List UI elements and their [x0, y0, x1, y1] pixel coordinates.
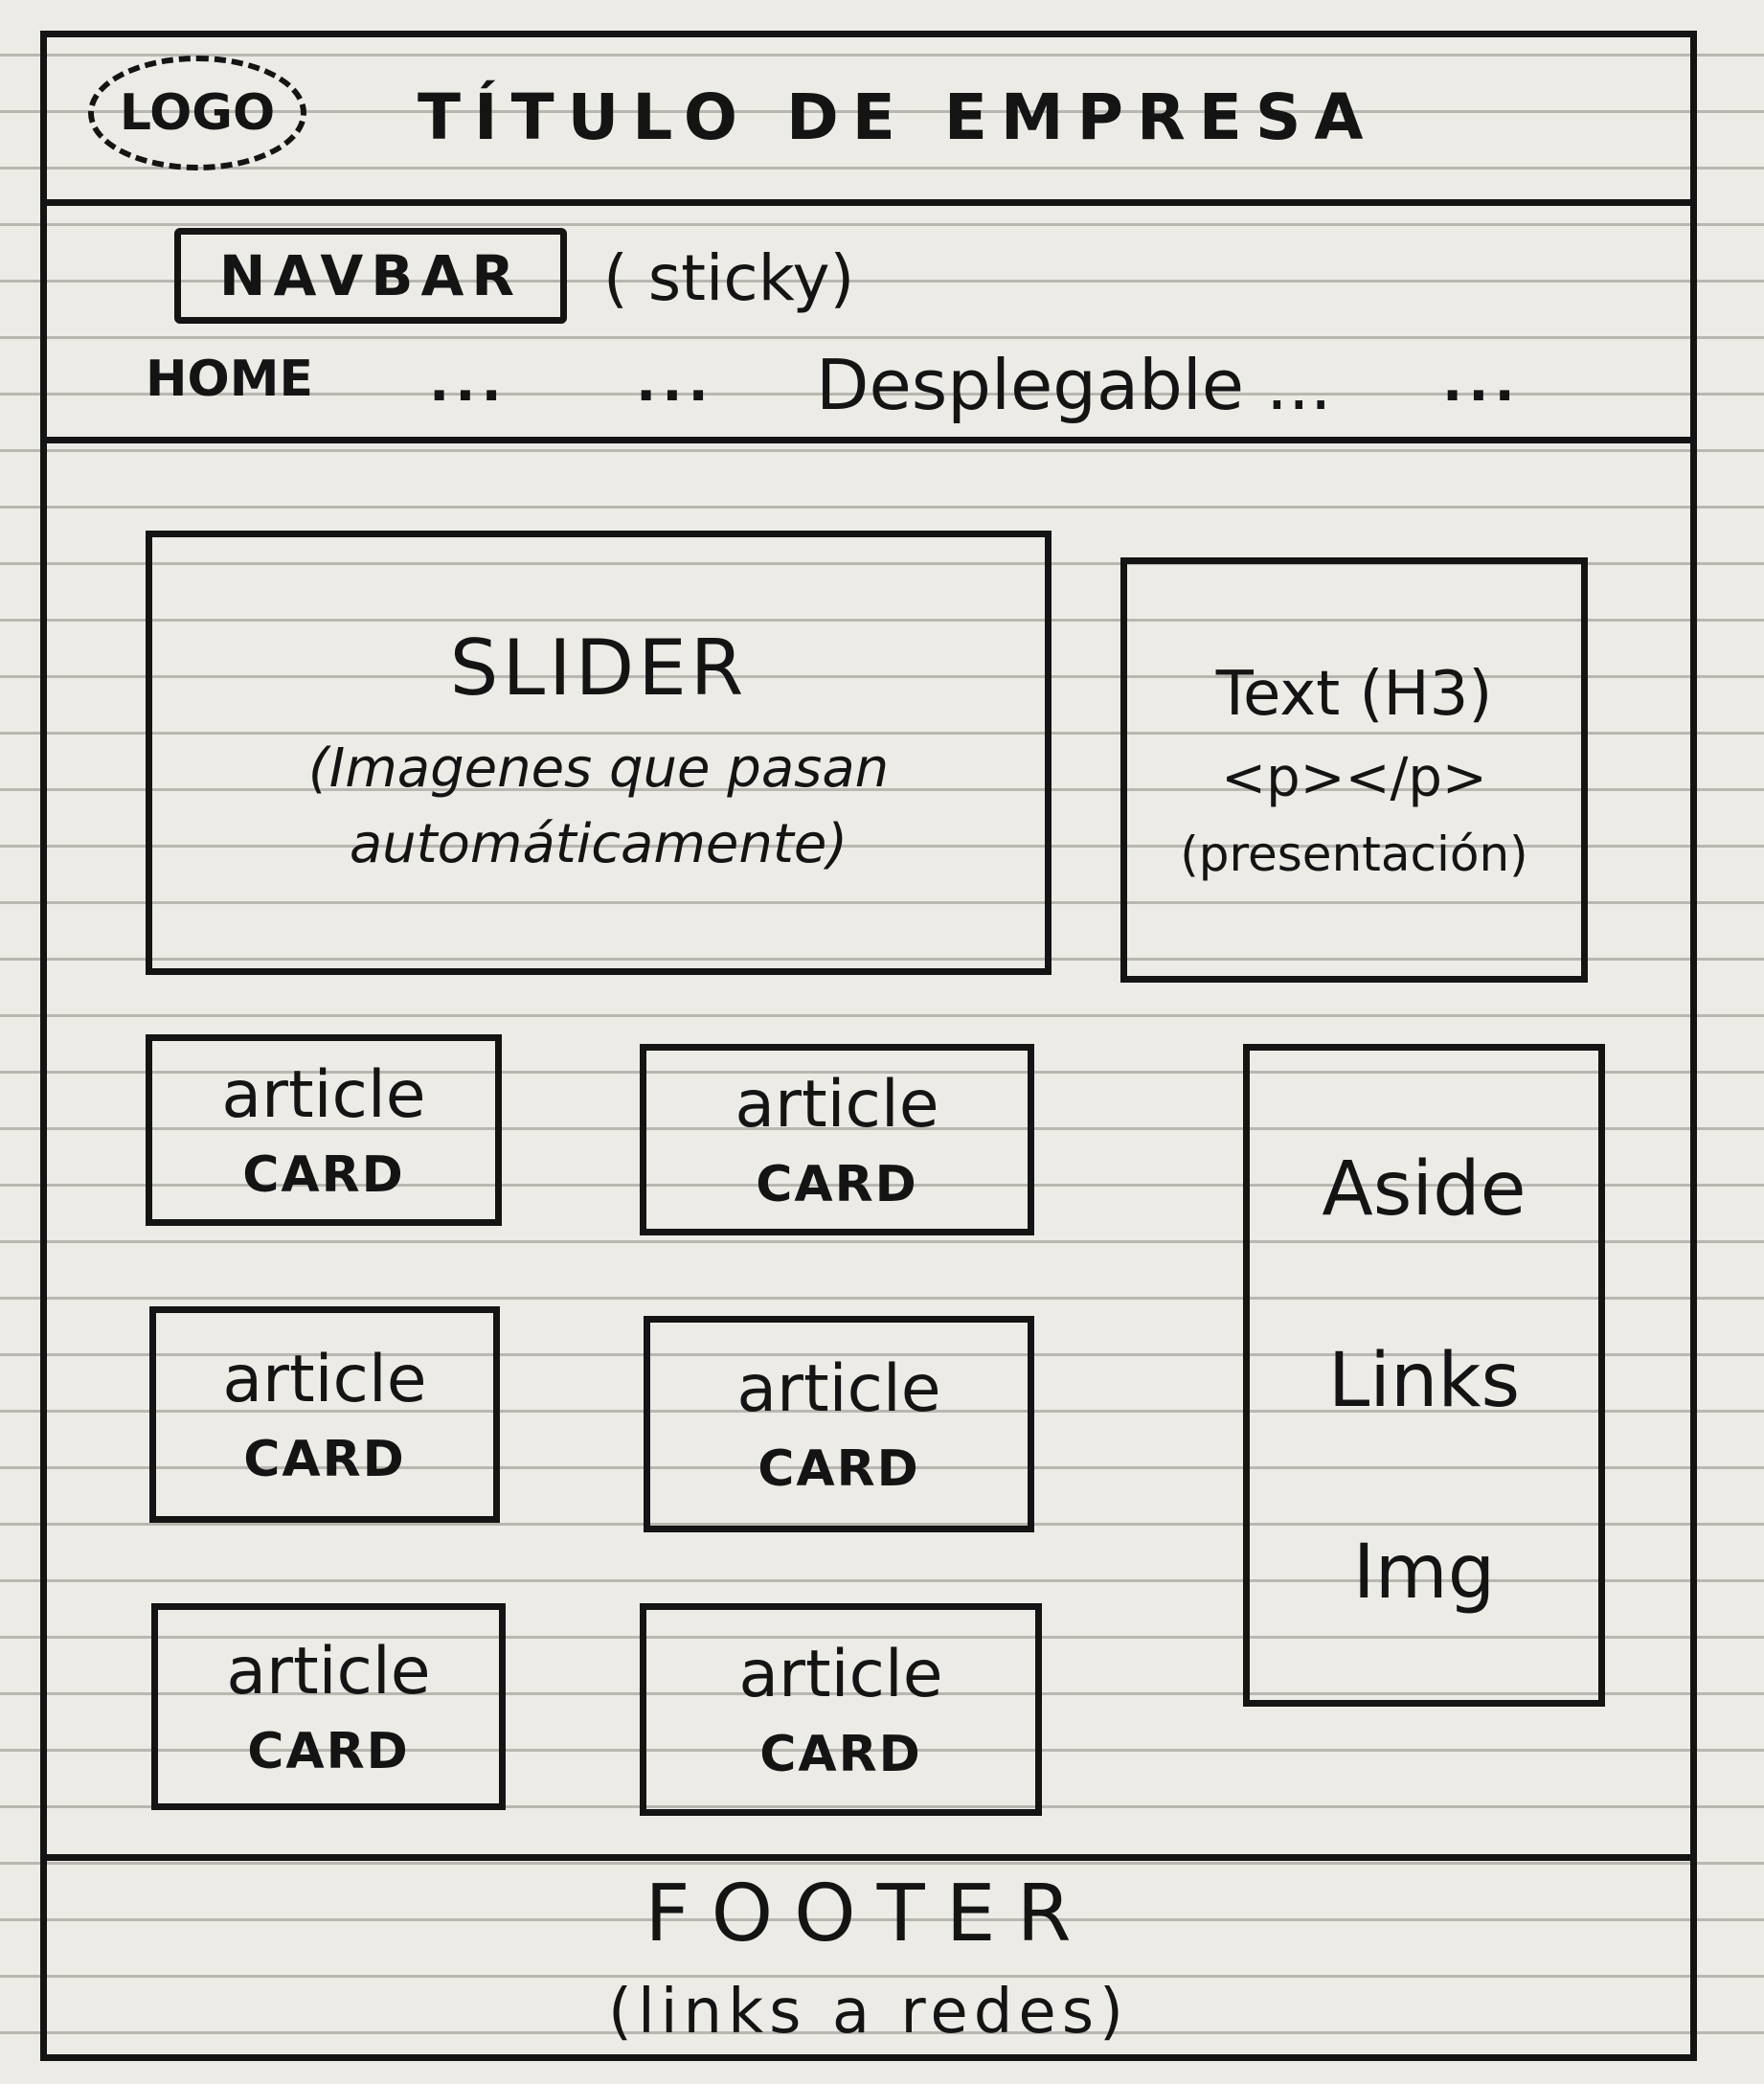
nav-item-placeholder-3[interactable]: ...: [1442, 351, 1521, 414]
logo-placeholder[interactable]: LOGO: [88, 56, 306, 170]
nav-item-home[interactable]: HOME: [146, 351, 313, 408]
nav-item-placeholder-1[interactable]: ...: [429, 351, 508, 414]
nav-item-placeholder-2[interactable]: ...: [636, 351, 714, 414]
company-title: TÍTULO DE EMPRESA: [418, 80, 1377, 154]
footer: FOOTER (links a redes): [40, 1861, 1697, 2054]
card-title: article: [226, 1633, 431, 1710]
card-title: article: [738, 1636, 943, 1712]
intro-heading: Text (H3): [1215, 658, 1493, 730]
article-card[interactable]: article CARD: [640, 1603, 1042, 1816]
navbar-label: NAVBAR: [218, 243, 523, 308]
card-subtitle: CARD: [247, 1722, 410, 1780]
aside-links[interactable]: Links: [1327, 1338, 1521, 1424]
card-title: article: [222, 1341, 427, 1417]
card-subtitle: CARD: [759, 1725, 922, 1783]
card-title: article: [736, 1350, 941, 1427]
footer-title: FOOTER: [645, 1868, 1093, 1959]
article-card[interactable]: article CARD: [640, 1044, 1034, 1235]
footer-divider: [40, 1854, 1697, 1861]
aside-label: Aside: [1322, 1146, 1527, 1233]
card-title: article: [735, 1066, 939, 1143]
navbar-label-box: NAVBAR: [174, 228, 567, 324]
logo-label: LOGO: [119, 84, 276, 142]
slider-title: SLIDER: [449, 623, 748, 714]
slider-description: (Imagenes que pasan automáticamente): [307, 737, 890, 875]
navbar-divider: [40, 437, 1697, 443]
aside-img: Img: [1352, 1529, 1496, 1616]
card-subtitle: CARD: [243, 1430, 406, 1488]
navbar-sticky-note: ( sticky): [603, 241, 855, 315]
article-card[interactable]: article CARD: [149, 1306, 500, 1523]
card-subtitle: CARD: [242, 1145, 405, 1204]
card-subtitle: CARD: [758, 1439, 920, 1498]
header-divider: [40, 199, 1697, 206]
card-title: article: [221, 1056, 426, 1133]
intro-paragraph: <p></p>: [1221, 746, 1487, 809]
intro-note: (presentación): [1180, 826, 1528, 882]
card-subtitle: CARD: [756, 1155, 918, 1213]
footer-social-links[interactable]: (links a redes): [608, 1976, 1129, 2048]
article-card[interactable]: article CARD: [644, 1316, 1034, 1532]
slider-box[interactable]: SLIDER (Imagenes que pasan automáticamen…: [146, 531, 1052, 975]
intro-text-box: Text (H3) <p></p> (presentación): [1120, 557, 1588, 983]
aside-box: Aside Links Img: [1243, 1044, 1605, 1707]
article-card[interactable]: article CARD: [151, 1603, 506, 1810]
article-card[interactable]: article CARD: [146, 1034, 502, 1226]
page-frame: [40, 31, 1697, 2061]
nav-item-dropdown[interactable]: Desplegable ...: [816, 345, 1332, 425]
